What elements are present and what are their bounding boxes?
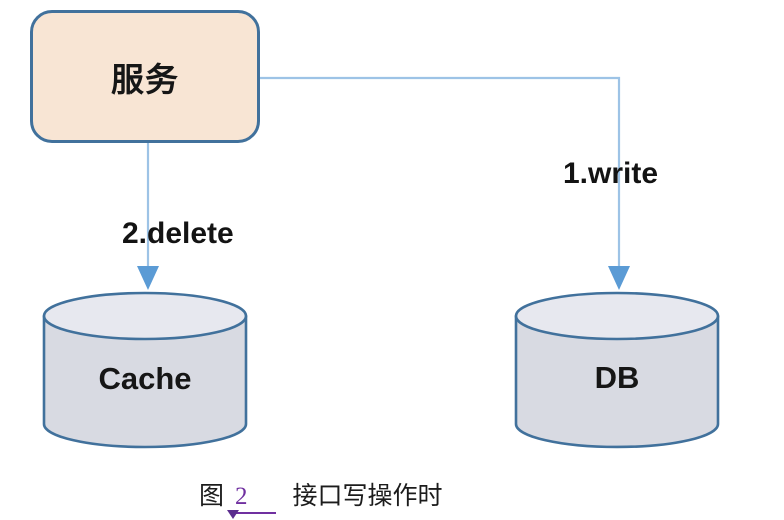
db-cylinder-shape — [514, 291, 720, 449]
write-arrowhead-icon — [608, 266, 630, 290]
cache-cylinder-shape — [42, 291, 248, 449]
ref-marker-icon — [227, 510, 240, 519]
cache-node-label: Cache — [98, 361, 192, 396]
figure-number-link[interactable]: 2 — [235, 483, 248, 510]
service-node-label: 服务 — [111, 60, 179, 98]
figure-reference: 2 — [227, 482, 276, 519]
delete-edge-label: 2.delete — [122, 217, 234, 250]
write-edge-label: 1.write — [563, 157, 659, 190]
caption-figure-prefix: 图 — [199, 483, 225, 510]
delete-arrowhead-icon — [137, 266, 159, 290]
db-node-label: DB — [594, 360, 640, 395]
service-node: 服务 — [30, 10, 260, 143]
write-connector-line — [260, 76, 621, 268]
caption-title: 接口写操作时 — [292, 483, 443, 510]
